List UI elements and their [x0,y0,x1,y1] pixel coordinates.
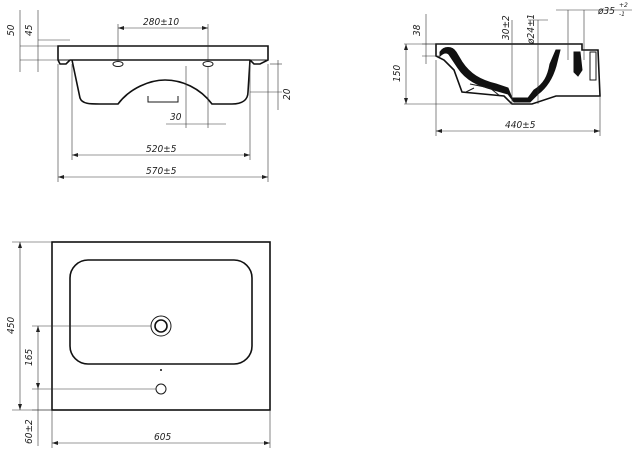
dim-520: 520±5 [146,144,177,155]
side-outline [435,43,601,105]
dimension-arrows [18,26,600,445]
dim-605: 605 [154,432,171,443]
side-overflow [573,51,583,77]
dim-150: 150 [392,65,403,82]
drain-inner [154,319,168,333]
dim-35: ø35 [597,6,615,17]
dim-450: 450 [6,317,17,334]
front-view: 280±10 50 45 20 30 520±5 570±5 [6,10,293,182]
dim-440: 440±5 [505,120,536,131]
dim-165: 165 [24,349,35,366]
dim-24: ø24±1 [526,14,537,45]
dim-20: 20 [282,88,293,100]
dim-holes: 280±10 [143,17,179,28]
dim-35-tol-up: +2 [619,2,628,9]
side-section-view: 38 150 30±2 ø24±1 ø35 +2 -1 440±5 [392,2,632,136]
dim-35-tol-down: -1 [619,11,625,18]
dim-50: 50 [6,24,17,36]
dim-38: 38 [412,24,423,36]
dim-45: 45 [24,24,35,36]
dim-60: 60±2 [24,419,35,444]
dim-30-2: 30±2 [501,15,512,40]
top-view: 450 165 60±2 605 [6,241,271,448]
drain-outer [150,315,172,337]
dim-570: 570±5 [146,166,177,177]
front-drain [147,96,179,103]
side-section-fill [439,47,561,103]
front-basin-outline [71,59,251,105]
top-basin [69,259,253,365]
tap-hole-left [112,61,124,67]
dim-30: 30 [170,112,182,123]
front-slab-outline [57,45,269,65]
tap-hole-right [202,61,214,67]
tap-hole-top [155,383,167,395]
